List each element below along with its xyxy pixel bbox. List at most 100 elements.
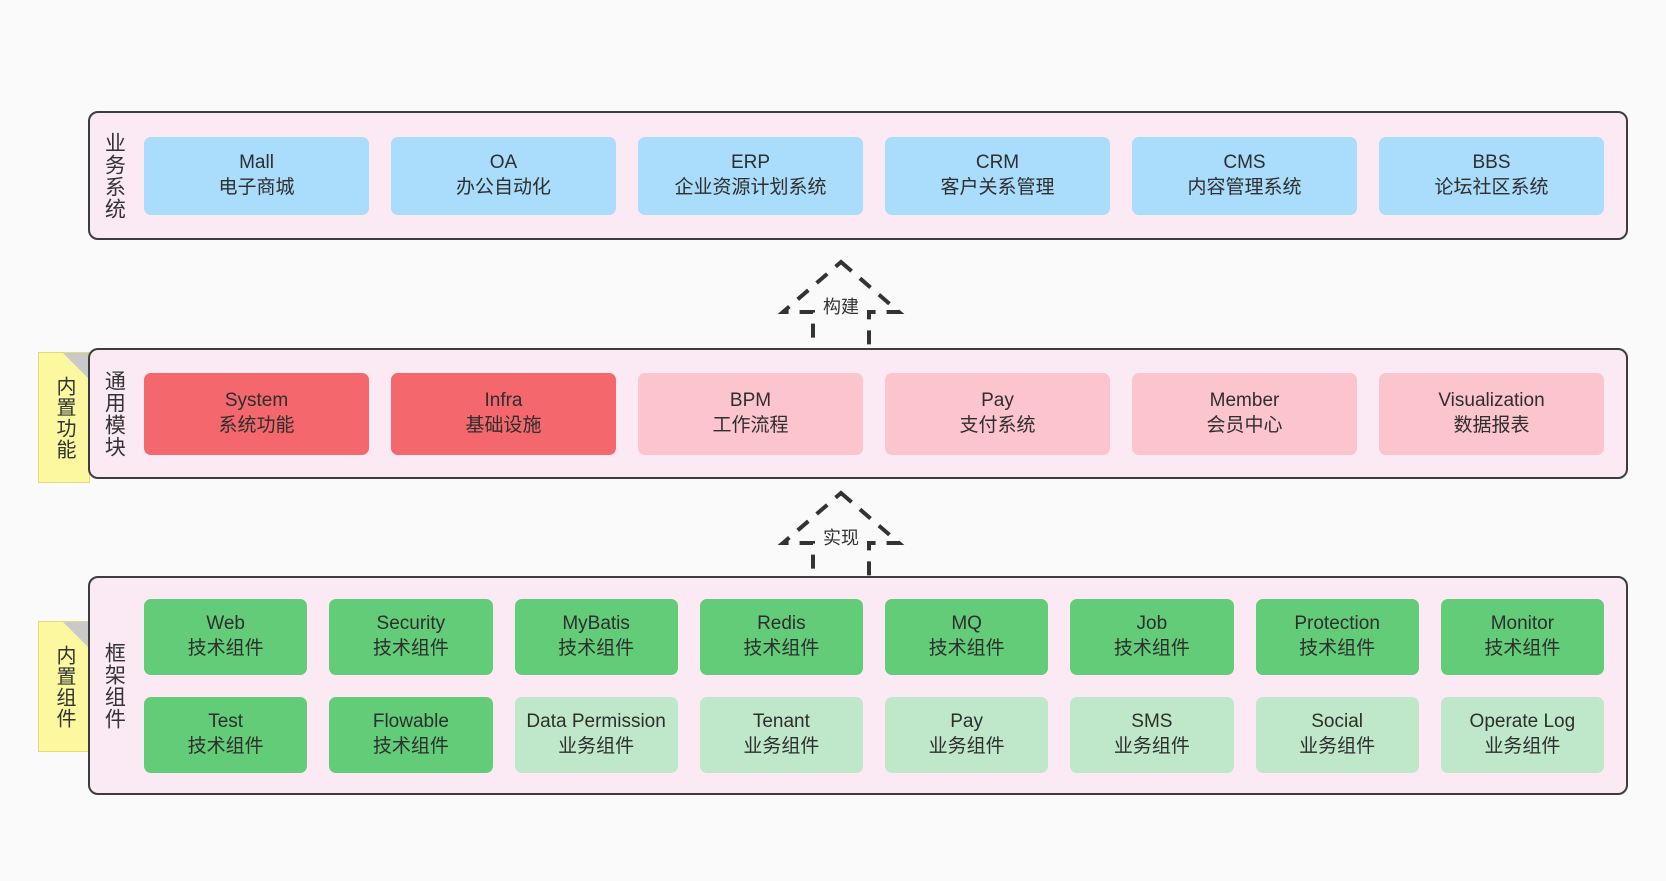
arrow-build-label: 构建	[823, 297, 859, 317]
card-title-en: Pay	[950, 710, 983, 732]
card-web[interactable]: Web 技术组件	[144, 598, 308, 675]
card-title-cn: 业务组件	[928, 735, 1005, 757]
card-title-cn: 技术组件	[187, 735, 264, 757]
card-title-en: Flowable	[372, 710, 449, 732]
card-title-en: Mall	[239, 151, 274, 173]
card-title-en: System	[224, 389, 289, 411]
card-title-en: MQ	[951, 612, 982, 634]
card-bbs[interactable]: BBS 论坛社区系统	[1379, 136, 1604, 215]
card-title-cn: 数据报表	[1453, 414, 1530, 436]
card-title-en: Data Permission	[526, 710, 666, 732]
card-redis[interactable]: Redis 技术组件	[699, 598, 863, 675]
card-tenant[interactable]: Tenant 业务组件	[699, 696, 863, 773]
card-title-en: Protection	[1294, 612, 1380, 634]
card-title-en: OA	[489, 151, 518, 173]
card-mall[interactable]: Mall 电子商城	[144, 136, 369, 215]
layer-body-business: Mall 电子商城 OA 办公自动化 ERP 企业资源计划系统 CRM 客户关系…	[136, 113, 1626, 238]
card-title-en: CRM	[975, 151, 1020, 173]
card-test[interactable]: Test 技术组件	[144, 696, 308, 773]
card-title-en: Job	[1136, 612, 1168, 634]
card-title-en: Operate Log	[1469, 710, 1576, 732]
card-title-cn: 工作流程	[712, 414, 789, 436]
card-title-en: MyBatis	[562, 612, 630, 634]
card-mq[interactable]: MQ 技术组件	[885, 598, 1049, 675]
card-title-cn: 业务组件	[1484, 735, 1561, 757]
row-frame-1: Web 技术组件 Security 技术组件 MyBatis 技术组件 Redi…	[144, 598, 1604, 675]
note-label: 内置功能	[53, 375, 75, 460]
card-title-cn: 系统功能	[218, 414, 295, 436]
card-member[interactable]: Member 会员中心	[1132, 372, 1357, 455]
card-title-cn: 内容管理系统	[1187, 176, 1302, 198]
row-common-1: System 系统功能 Infra 基础设施 BPM 工作流程 Pay 支付系统…	[144, 372, 1604, 455]
card-title-en: Member	[1209, 389, 1280, 411]
row-frame-2: Test 技术组件 Flowable 技术组件 Data Permission …	[144, 696, 1604, 773]
card-title-en: Redis	[757, 612, 806, 634]
card-sms[interactable]: SMS 业务组件	[1070, 696, 1234, 773]
card-title-cn: 技术组件	[1484, 637, 1561, 659]
card-mybatis[interactable]: MyBatis 技术组件	[514, 598, 678, 675]
card-title-cn: 会员中心	[1206, 414, 1283, 436]
card-crm[interactable]: CRM 客户关系管理	[885, 136, 1110, 215]
layer-common-modules: 通用模块 System 系统功能 Infra 基础设施 BPM 工作流程 Pay…	[88, 348, 1628, 479]
card-erp[interactable]: ERP 企业资源计划系统	[638, 136, 863, 215]
layer-business-systems: 业务系统 Mall 电子商城 OA 办公自动化 ERP 企业资源计划系统 CRM…	[88, 111, 1628, 240]
card-title-en: CMS	[1223, 151, 1266, 173]
card-title-cn: 电子商城	[218, 176, 295, 198]
card-monitor[interactable]: Monitor 技术组件	[1440, 598, 1604, 675]
card-title-en: Visualization	[1438, 389, 1545, 411]
card-title-en: ERP	[730, 151, 771, 173]
card-job[interactable]: Job 技术组件	[1070, 598, 1234, 675]
card-title-cn: 技术组件	[187, 637, 264, 659]
layer-title-business: 业务系统	[102, 131, 126, 220]
row-business-1: Mall 电子商城 OA 办公自动化 ERP 企业资源计划系统 CRM 客户关系…	[144, 136, 1604, 215]
card-operate-log[interactable]: Operate Log 业务组件	[1440, 696, 1604, 773]
card-title-en: Test	[208, 710, 244, 732]
card-pay-module[interactable]: Pay 支付系统	[885, 372, 1110, 455]
card-title-cn: 技术组件	[1113, 637, 1190, 659]
card-title-cn: 业务组件	[743, 735, 820, 757]
card-cms[interactable]: CMS 内容管理系统	[1132, 136, 1357, 215]
card-protection[interactable]: Protection 技术组件	[1255, 598, 1419, 675]
layer-body-frame: Web 技术组件 Security 技术组件 MyBatis 技术组件 Redi…	[136, 578, 1626, 793]
card-title-en: BBS	[1472, 151, 1511, 173]
arrow-realize-label: 实现	[823, 528, 859, 548]
card-title-en: SMS	[1131, 710, 1173, 732]
note-fold-corner-icon	[63, 622, 89, 648]
card-data-permission[interactable]: Data Permission 业务组件	[514, 696, 678, 773]
card-bpm[interactable]: BPM 工作流程	[638, 372, 863, 455]
layer-title-frame: 框架组件	[102, 641, 126, 730]
card-title-en: Security	[376, 612, 446, 634]
card-title-en: Tenant	[752, 710, 810, 732]
card-title-cn: 技术组件	[372, 637, 449, 659]
layer-body-common: System 系统功能 Infra 基础设施 BPM 工作流程 Pay 支付系统…	[136, 350, 1626, 477]
card-system[interactable]: System 系统功能	[144, 372, 369, 455]
card-flowable[interactable]: Flowable 技术组件	[329, 696, 493, 773]
card-title-cn: 论坛社区系统	[1434, 176, 1549, 198]
card-title-cn: 支付系统	[959, 414, 1036, 436]
card-infra[interactable]: Infra 基础设施	[391, 372, 616, 455]
card-title-en: BPM	[729, 389, 772, 411]
note-fold-corner-icon	[63, 353, 89, 379]
card-visualization[interactable]: Visualization 数据报表	[1379, 372, 1604, 455]
arrow-build: 构建	[751, 258, 931, 358]
card-title-cn: 业务组件	[558, 735, 635, 757]
card-title-en: Monitor	[1490, 612, 1555, 634]
layer-framework-components: 框架组件 Web 技术组件 Security 技术组件 MyBatis 技术组件…	[88, 576, 1628, 795]
card-oa[interactable]: OA 办公自动化	[391, 136, 616, 215]
note-label: 内置组件	[53, 644, 75, 729]
card-title-cn: 业务组件	[1299, 735, 1376, 757]
card-title-en: Web	[206, 612, 245, 634]
card-title-en: Social	[1311, 710, 1363, 732]
card-title-en: Infra	[484, 389, 523, 411]
note-builtin-components: 内置组件	[38, 621, 90, 752]
card-title-cn: 客户关系管理	[940, 176, 1055, 198]
card-title-cn: 技术组件	[1299, 637, 1376, 659]
card-title-cn: 技术组件	[928, 637, 1005, 659]
card-social[interactable]: Social 业务组件	[1255, 696, 1419, 773]
card-title-cn: 技术组件	[558, 637, 635, 659]
card-pay-component[interactable]: Pay 业务组件	[885, 696, 1049, 773]
card-title-cn: 基础设施	[465, 414, 542, 436]
card-security[interactable]: Security 技术组件	[329, 598, 493, 675]
card-title-en: Pay	[981, 389, 1014, 411]
